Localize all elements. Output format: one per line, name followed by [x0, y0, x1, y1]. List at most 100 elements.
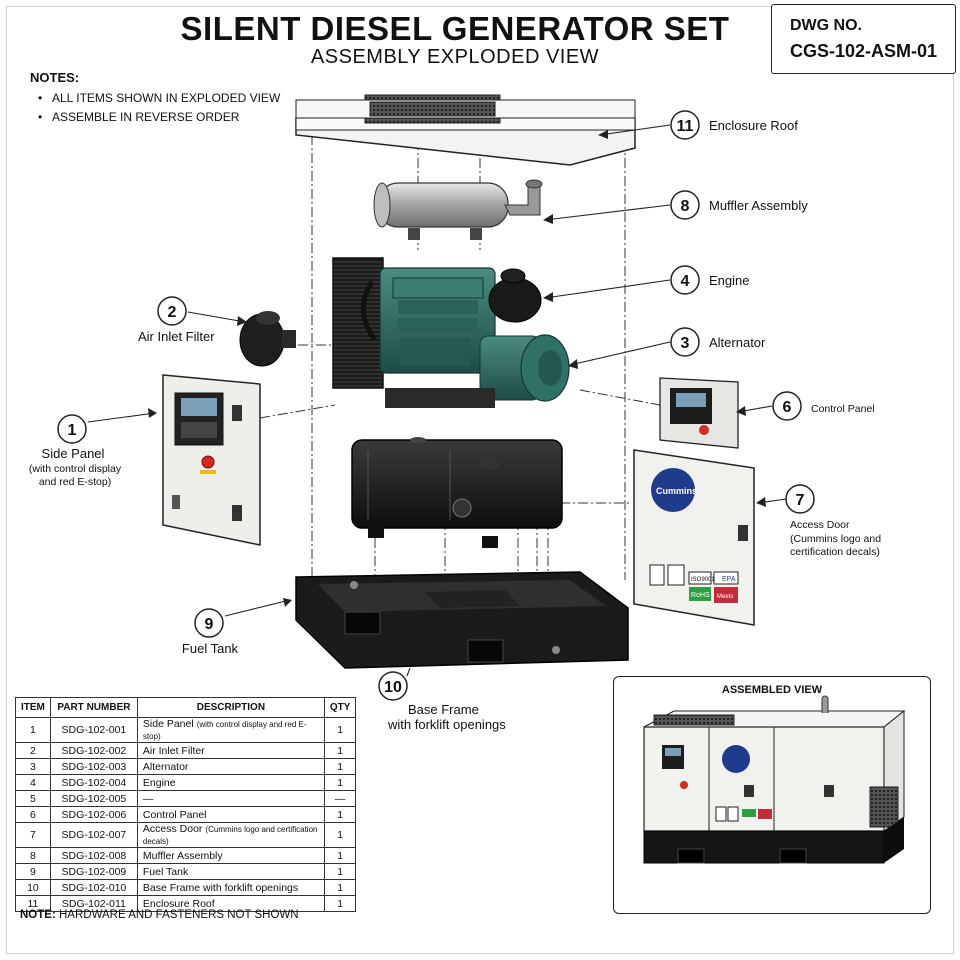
bom-cell-qty: 1 — [323, 847, 357, 864]
bom-cell-part-text: SDG-102-005 — [61, 792, 127, 805]
notes-heading: NOTES: — [30, 70, 80, 85]
callout-number: 10 — [384, 679, 402, 696]
bom-cell-item: 9 — [15, 863, 51, 880]
callout-label: Enclosure Roof — [709, 118, 798, 133]
bom-description-note: (with control display and red E-stop) — [142, 720, 307, 741]
bom-cell-part-text: SDG-102-009 — [61, 865, 127, 878]
bom-row: 1 SDG-102-001 Side Panel(with control disp… — [15, 717, 357, 743]
side-panel — [162, 374, 261, 546]
bom-cell-part: SDG-102-003 — [49, 758, 138, 775]
bom-cell-item: 5 — [15, 790, 51, 807]
bom-cell-qty-text: 1 — [337, 724, 344, 736]
callout-6: 6 Control Panel — [772, 391, 875, 421]
bom-cell-item-text: 3 — [30, 760, 36, 773]
bom-cell-qty: 1 — [323, 822, 357, 848]
bom-cell-item-text: 1 — [30, 724, 36, 736]
bom-cell-item-text: 7 — [30, 829, 36, 841]
bom-cell-item-text: 4 — [30, 776, 36, 789]
bom-row: 2 SDG-102-002 Air Inlet Filter 1 — [15, 742, 357, 759]
bom-cell-item-text: 9 — [30, 865, 36, 878]
control-panel — [659, 377, 739, 449]
bom-cell-description: Air Inlet Filter — [136, 742, 325, 759]
fuel-tank — [351, 437, 563, 548]
bom-cell-part: SDG-102-002 — [49, 742, 138, 759]
note-item: ASSEMBLE IN REVERSE ORDER — [38, 110, 280, 124]
callout-number: 11 — [677, 118, 694, 135]
bom-cell-part: SDG-102-005 — [49, 790, 138, 807]
bom-cell-qty-text: 1 — [337, 744, 344, 757]
callout-label: Air Inlet Filter — [138, 329, 215, 344]
bom-cell-qty-text: — — [334, 792, 346, 805]
bom-cell-description: Engine — [136, 774, 325, 791]
bom-cell-qty: 1 — [323, 758, 357, 775]
bom-cell-part: SDG-102-009 — [49, 863, 138, 880]
bom-cell-qty-text: 1 — [337, 849, 344, 862]
footer-note: NOTE: HARDWARE AND FASTENERS NOT SHOWN — [20, 909, 299, 921]
bom-cell-item: 4 — [15, 774, 51, 791]
callout-label: Control Panel — [811, 403, 875, 415]
bom-cell-item: 7 — [15, 822, 51, 848]
callout-number: 8 — [681, 198, 690, 215]
assembled-view-heading: ASSEMBLED VIEW — [721, 684, 823, 696]
callout-2: 2 Air Inlet Filter — [138, 296, 215, 344]
bom-cell-qty-text: 1 — [337, 865, 344, 878]
bom-header: QTY — [323, 697, 357, 718]
bom-cell-part-text: SDG-102-011 — [61, 897, 126, 910]
bom-cell-part-text: SDG-102-006 — [61, 808, 127, 821]
bom-cell-qty: 1 — [323, 717, 357, 743]
drawing-number-label: DWG NO. — [790, 17, 862, 34]
base-frame — [295, 571, 629, 669]
callout-number: 9 — [205, 616, 214, 633]
bom-cell-item: 10 — [15, 879, 51, 896]
callout-9: 9 Fuel Tank — [182, 608, 239, 656]
decal-iso: ISO9001 — [691, 577, 715, 583]
bom-cell-description-text: Fuel Tank — [142, 865, 189, 878]
bom-cell-part: SDG-102-001 — [49, 717, 138, 743]
bom-cell-qty: 1 — [323, 774, 357, 791]
decal-meets: Meets — [717, 594, 733, 600]
bom-cell-description: Base Frame with forklift openings — [136, 879, 325, 896]
callout-label: Fuel Tank — [182, 641, 239, 656]
bom-row: 9 SDG-102-009 Fuel Tank 1 — [15, 863, 357, 880]
bom-cell-description: Alternator — [136, 758, 325, 775]
bom-cell-description-text: Access Door — [142, 823, 203, 835]
footer-note-text: HARDWARE AND FASTENERS NOT SHOWN — [58, 909, 299, 921]
bom-cell-part-text: SDG-102-007 — [61, 829, 127, 841]
bom-cell-part-text: SDG-102-008 — [61, 849, 127, 862]
bom-cell-qty-text: 1 — [337, 881, 344, 894]
notes-block: NOTES: ALL ITEMS SHOWN IN EXPLODED VIEW … — [30, 70, 280, 129]
callout-label: Access Door — [790, 519, 850, 531]
bom-header: PART NUMBER — [49, 697, 138, 718]
callout-sublabel: (Cummins logo and — [790, 533, 881, 545]
bom-cell-description: Enclosure Roof — [136, 895, 325, 912]
bom-cell-qty: 1 — [323, 806, 357, 823]
bom-cell-item: 3 — [15, 758, 51, 775]
callout-3: 3 Alternator — [670, 327, 766, 357]
bom-cell-part-text: SDG-102-002 — [61, 744, 127, 757]
note-item: ALL ITEMS SHOWN IN EXPLODED VIEW — [38, 91, 280, 105]
bom-cell-part: SDG-102-011 — [49, 895, 138, 912]
callout-1: 1 Side Panel (with control display and r… — [29, 414, 122, 488]
muffler-assembly — [373, 179, 543, 240]
access-door: Cummins ISO9001 EPA RoHS Meets — [633, 449, 755, 626]
bom-cell-qty-text: 1 — [337, 897, 344, 910]
bom-cell-description-text: Side Panel — [142, 718, 194, 730]
engine-and-alternator — [332, 257, 570, 408]
bom-cell-item: 2 — [15, 742, 51, 759]
bom-cell-description-text: Muffler Assembly — [142, 849, 223, 862]
callout-7: 7 Access Door (Cummins logo and certific… — [785, 484, 881, 558]
access-door-brand: Cummins — [656, 486, 697, 496]
callout-number: 7 — [796, 492, 805, 509]
bom-cell-item-text: 6 — [30, 808, 36, 821]
callout-sublabel: (with control display — [29, 463, 122, 475]
bom-cell-description: Control Panel — [136, 806, 325, 823]
bom-cell-part: SDG-102-010 — [49, 879, 138, 896]
bom-cell-description-text: Air Inlet Filter — [142, 744, 205, 757]
bom-cell-description-text: Alternator — [142, 760, 189, 773]
bom-cell-description-text: Enclosure Roof — [142, 897, 215, 910]
